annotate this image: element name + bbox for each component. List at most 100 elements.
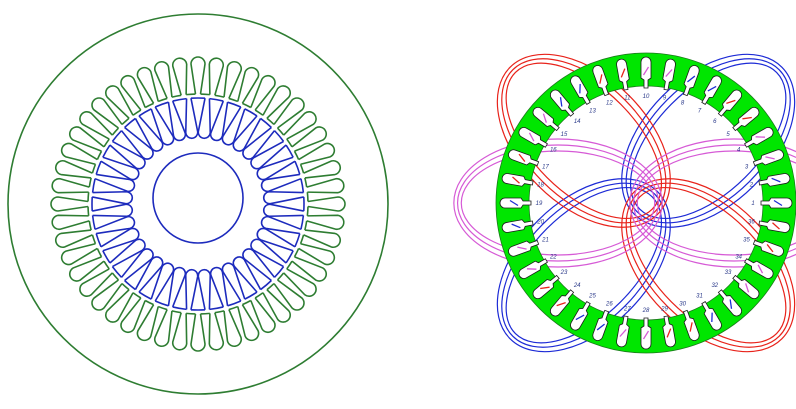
coil-turn	[496, 178, 671, 353]
stator-slot	[237, 66, 260, 104]
rotor-slot	[260, 215, 302, 235]
stator-slot	[79, 110, 113, 140]
stator-slot	[79, 268, 113, 298]
slot-number-label: 34	[735, 255, 742, 261]
winding-coils-back	[453, 53, 796, 353]
slot-number-label: 17	[542, 164, 549, 170]
stator-slot	[153, 60, 173, 99]
stator-slot	[54, 229, 93, 249]
slot-conductor	[757, 264, 764, 274]
slot-number-label: 1	[751, 201, 754, 207]
stator-slot	[91, 279, 123, 311]
winding-slots	[499, 56, 793, 350]
coil-turn	[625, 182, 791, 348]
slot-number-label: 7	[698, 108, 702, 114]
stator-slot	[283, 110, 317, 140]
slot-number-label: 9	[663, 96, 667, 102]
slot-conductor	[665, 69, 673, 77]
stator-slot	[208, 312, 225, 351]
coil-turn	[505, 62, 663, 220]
slot-number-label: 8	[681, 101, 685, 107]
slot-conductor	[542, 113, 547, 123]
coil-turn	[501, 182, 667, 348]
winding-slot	[640, 317, 652, 350]
slot-number-label: 4	[737, 148, 741, 154]
rotor-slot	[242, 126, 276, 160]
slot-number-label: 29	[660, 306, 668, 312]
stator-slot	[136, 304, 159, 342]
slot-conductor	[512, 176, 520, 184]
slot-conductor	[771, 177, 781, 183]
shaft-circle	[152, 152, 244, 244]
slot-number-label: 25	[588, 294, 596, 300]
rotor-slot	[167, 266, 187, 308]
winding-slot	[532, 274, 560, 300]
stator-slot	[120, 297, 146, 334]
rotor-slot	[120, 248, 154, 282]
slot-number-label: 3	[745, 164, 749, 170]
winding-slot	[752, 239, 784, 257]
slot-number-label: 19	[536, 201, 543, 207]
slot-conductor	[526, 268, 537, 270]
slot-number-label: 36	[748, 220, 755, 226]
coil-turn	[453, 138, 663, 268]
coil-turn	[636, 150, 796, 256]
rotor-slot	[167, 100, 187, 142]
winding-slot	[682, 65, 700, 97]
slot-number-label: 30	[679, 302, 686, 308]
rotor-slot	[242, 248, 276, 282]
slot-number-label: 32	[711, 283, 718, 289]
winding-slot	[592, 309, 610, 341]
stator-slot	[250, 297, 276, 334]
slot-conductor	[509, 199, 519, 207]
slot-conductor	[687, 75, 696, 83]
slot-conductor	[559, 97, 563, 107]
slot-number-label: 13	[589, 108, 596, 114]
slot-number-label: 33	[725, 270, 732, 276]
rotor-slot	[94, 215, 136, 235]
winding-slot	[662, 58, 676, 91]
winding-slot	[758, 219, 791, 233]
stator-slot	[171, 57, 188, 96]
stator-slot	[223, 60, 243, 99]
stator-slots	[50, 56, 346, 352]
stator-slot	[136, 66, 159, 104]
winding-coils-front	[509, 66, 783, 340]
slot-conductor	[729, 299, 733, 309]
stator-slot	[171, 312, 188, 351]
winding-slot	[732, 106, 760, 132]
winding-slot	[501, 173, 534, 187]
slot-conductor	[518, 153, 526, 162]
slot-conductor	[517, 246, 527, 250]
stator-slot	[273, 279, 305, 311]
slot-number-label: 6	[713, 119, 717, 125]
rotor-slot	[92, 203, 134, 218]
slot-conductor	[540, 286, 550, 290]
coil-turn	[501, 58, 667, 224]
stator-slot	[68, 126, 105, 152]
winding-slot	[570, 301, 591, 331]
slot-number-label: 16	[550, 148, 557, 154]
slot-number-label: 26	[605, 302, 613, 308]
slot-conductor	[772, 222, 780, 230]
rotor-outer-edge	[91, 97, 305, 311]
stator-slot	[54, 159, 93, 179]
stator-slot	[291, 256, 328, 282]
winding-slot	[701, 75, 722, 105]
stator-slot	[104, 289, 134, 323]
winding-slot	[616, 315, 630, 348]
coil-turn	[496, 53, 671, 228]
slot-conductor	[528, 132, 535, 142]
slot-number-label: 5	[726, 132, 730, 138]
stator-slot	[262, 85, 292, 119]
stator-slot	[262, 289, 292, 323]
stator-slot	[250, 74, 276, 111]
slot-number-label: 10	[643, 94, 650, 100]
slot-conductor	[620, 68, 626, 78]
rotor-slot	[184, 98, 199, 140]
coil-turn	[621, 53, 796, 228]
stator-slot	[306, 177, 345, 194]
coil-turn	[456, 144, 660, 262]
coil-turn	[629, 186, 787, 344]
